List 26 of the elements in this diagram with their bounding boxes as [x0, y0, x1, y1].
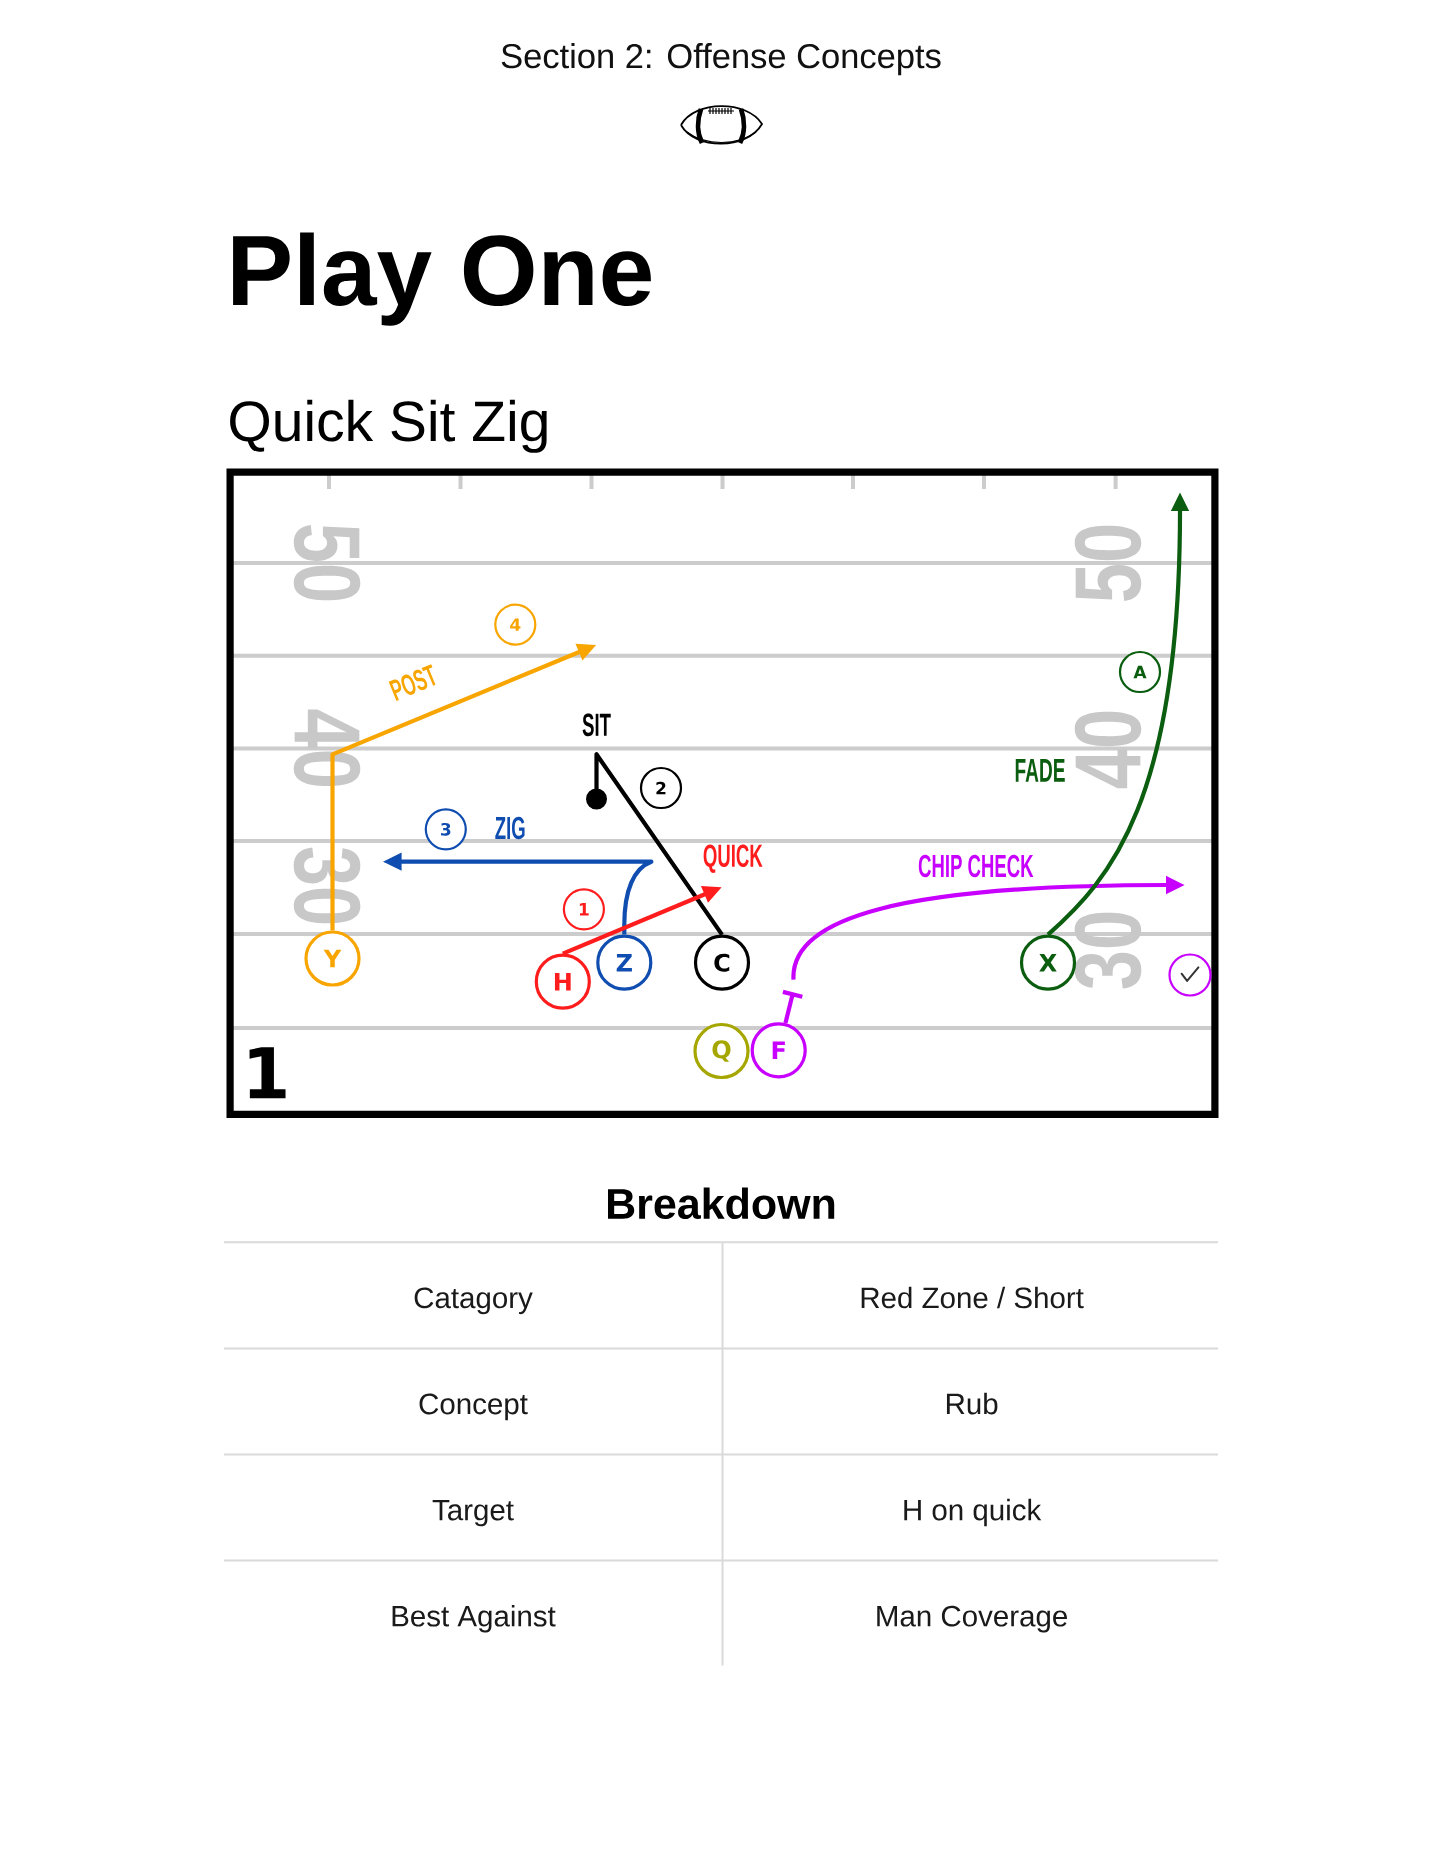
read-number: 4: [494, 603, 537, 646]
table-text: Man Coverage: [877, 1605, 1067, 1633]
route-label: POST: [388, 664, 436, 701]
read-number: A: [1118, 650, 1162, 694]
table-text: H on quick: [904, 1498, 1042, 1527]
table-text: Catagory: [414, 1287, 533, 1315]
table-text: Rub: [946, 1392, 998, 1415]
read-number: 2: [639, 766, 683, 810]
route-label: FADE: [1015, 758, 1065, 782]
read-number: 1: [562, 888, 605, 931]
route-label: ZIG: [495, 816, 525, 840]
subtitle: Quick Sit Zig: [230, 399, 547, 453]
table-heading: Breakdown: [608, 1187, 835, 1220]
section-header: Section 2: Offense Concepts: [501, 43, 941, 76]
read-number: 3: [424, 808, 467, 851]
table-text: Best Against: [392, 1604, 556, 1633]
route-label: QUICK: [703, 844, 763, 874]
check-icon: [1168, 953, 1212, 997]
title: Play One: [233, 232, 651, 326]
route-label: CHIP CHECK: [918, 854, 1034, 878]
route-label: SIT: [582, 713, 611, 737]
play-number: 1: [249, 1047, 286, 1099]
table-text: Red Zone / Short: [861, 1286, 1084, 1309]
route-line: [586, 752, 724, 936]
table-text: Concept: [419, 1393, 528, 1421]
table-text: Target: [432, 1499, 514, 1527]
